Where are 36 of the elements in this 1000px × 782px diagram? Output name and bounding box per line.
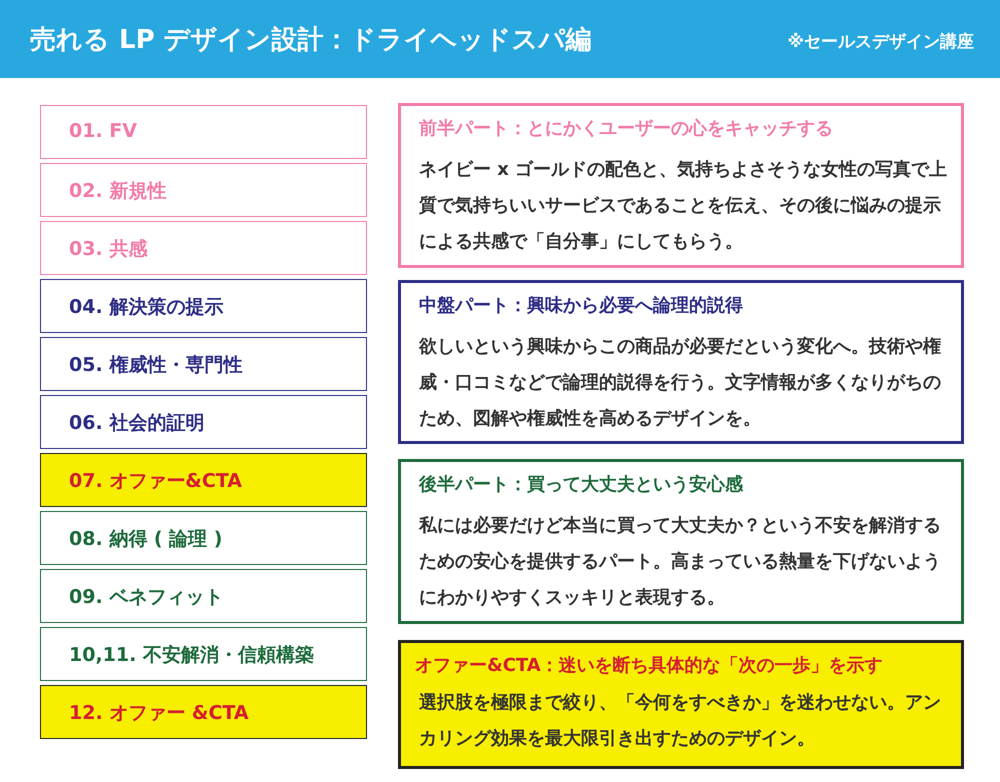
title: 売れる LP デザイン設計：ドライヘッドスパ編 (30, 24, 592, 57)
step-label: 09. ベネフィット (69, 585, 224, 610)
step-label: 06. 社会的証明 (69, 411, 204, 436)
box-heading: 中盤パート：興味から必要へ論理的説得 (419, 294, 743, 317)
step-label: 08. 納得 ( 論理 ) (69, 527, 222, 552)
step-box (40, 453, 367, 507)
step-box (40, 511, 367, 565)
step-label: 03. 共感 (69, 237, 148, 262)
step-label: 04. 解決策の提示 (69, 295, 224, 320)
step-box (40, 569, 367, 623)
box-heading: オファー&CTA：迷いを断ち具体的な「次の一歩」を示す (415, 654, 883, 677)
step-label: 01. FV (69, 120, 137, 142)
step-label: 12. オファー &CTA (69, 701, 249, 726)
step-box (40, 105, 367, 159)
note-text: ※セールスデザイン講座 (787, 31, 974, 53)
description-box (398, 640, 964, 769)
description-box (398, 280, 964, 444)
step-box (40, 337, 367, 391)
step-box (40, 163, 367, 217)
step-box (40, 279, 367, 333)
step-label: 05. 権威性・専門性 (69, 353, 242, 378)
box-body: ネイビー x ゴールドの配色と、気持ちよさそうな女性の写真で上質で気持ちいいサービスであることを伝え、その後に悩みの提示による共感で「自分事」にしてもらう。 (419, 158, 948, 254)
description-box (398, 459, 964, 624)
box-body: 選択肢を極限まで絞り、「今何をすべきか」を迷わせない。アンカリング効果を最大限引き出すためのデザイン。 (419, 691, 942, 751)
step-label: 10,11. 不安解消・信頼構築 (69, 643, 314, 668)
step-box (40, 685, 367, 739)
box-heading: 前半パート：とにかくユーザーの心をキャッチする (419, 117, 833, 140)
box-heading: 後半パート：買って大丈夫という安心感 (419, 473, 743, 496)
step-box (40, 395, 367, 449)
step-box (40, 221, 367, 275)
step-label: 02. 新規性 (69, 179, 166, 204)
step-label: 07. オファー&CTA (69, 469, 242, 494)
box-body: 私には必要だけど本当に買って大丈夫か？という不安を解消するための安心を提供するパート。高まっている熱量を下げないようにわかりやすくスッキリと表現する。 (419, 514, 942, 610)
box-body: 欲しいという興味からこの商品が必要だという変化へ。技術や権威・口コミなどで論理的説得を行う。文字情報が多くなりがちのため、図解や権威性を高めるデザインを。 (419, 335, 942, 431)
step-box (40, 627, 367, 681)
description-box (398, 103, 964, 268)
